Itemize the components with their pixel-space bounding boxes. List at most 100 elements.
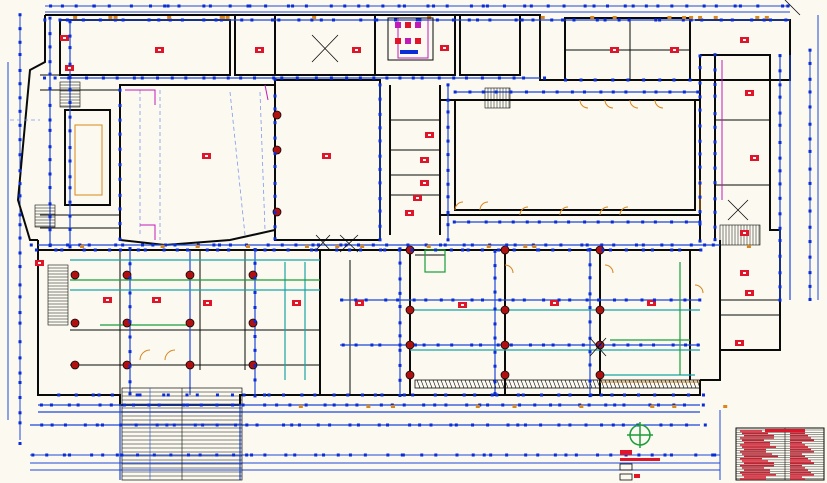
hatch-line [540,379,545,389]
dimension-node [45,453,49,457]
room-tag-dot [743,272,746,274]
dimension-node [701,403,705,407]
dimension-node [656,403,660,407]
entrance-stairs-treads [122,388,242,480]
dimension-node [502,4,506,8]
dimension-node [248,4,252,8]
dimension-node [659,423,663,427]
dimension-node [698,108,702,112]
hatch-line [484,379,489,389]
door-marker [80,245,85,248]
dimension-node [778,285,782,289]
dimension-node [48,186,52,190]
dimension-node [155,423,159,427]
dimension-node [354,298,358,302]
dimension-node [536,453,540,457]
dimension-node [128,350,132,354]
dimension-node [402,403,406,407]
dimension-node [118,118,122,122]
title-block-text [742,474,776,476]
dimension-node [358,76,362,80]
dimension-node [18,265,22,269]
dimension-node [581,343,585,347]
door-marker [689,16,694,19]
dimension-node [162,248,166,252]
dimension-node [253,319,257,323]
dimension-node [656,4,660,8]
door-marker [682,16,687,19]
room-tag-dot [613,49,616,51]
dimension-node [696,343,700,347]
dimension-node [129,4,133,8]
dimension-node [68,214,72,218]
dimension-node [514,18,518,22]
title-block-text [790,453,802,455]
dimension-node [212,243,216,247]
dimension-node [642,90,646,94]
dimension-node [128,305,132,309]
door-marker [219,16,224,19]
dimension-node [672,78,676,82]
dimension-node [698,152,702,156]
column-marker [595,305,605,315]
dimension-node [273,121,277,125]
hatch-line [620,379,625,389]
dimension-node [631,4,635,8]
dimension-node [355,403,359,407]
dimension-node [557,298,561,302]
dimension-node [163,4,167,8]
dimension-node [273,107,277,111]
dimension-node [518,403,522,407]
dimension-node [778,226,782,230]
room-tag-dot [106,299,109,301]
title-block-text [744,435,774,437]
dimension-node [537,220,541,224]
dimension-node [585,298,589,302]
dimension-node [18,40,22,44]
hatch-line [512,379,517,389]
dimension-node [597,298,601,302]
dimension-node [688,78,692,82]
dimension-node [378,238,382,242]
title-block-text [740,464,774,467]
dimension-node [184,76,188,80]
dimension-node [48,32,52,36]
dimension-node [273,77,277,81]
dimension-node [372,76,376,80]
dimension-node [336,453,340,457]
dimension-node [262,393,266,397]
dimension-node [291,4,295,8]
dimension-node [698,220,702,224]
dimension-node [18,153,22,157]
dimension-node [808,167,812,171]
dimension-node [383,248,387,252]
dimension-node [698,210,702,214]
hatch-line [568,379,573,389]
dimension-node [118,193,122,197]
dimension-node [531,18,535,22]
hatch-line [584,379,589,389]
dimension-node [713,140,717,144]
dimension-node [641,243,645,247]
dimension-node [363,453,367,457]
dimension-node [481,90,485,94]
dimension-node [253,378,257,382]
dimension-node [157,18,161,22]
dimension-node [297,18,301,22]
dimension-node [300,393,304,397]
dimension-node [152,453,156,457]
dimension-node [344,243,348,247]
dimension-node [450,343,454,347]
title-block-text [790,439,814,441]
dimension-node [756,4,760,8]
dimension-node [172,423,176,427]
dimension-node [402,4,406,8]
dimension-node [340,298,344,302]
dimension-node [808,197,812,201]
dimension-node [523,423,527,427]
title-block-text [790,469,808,471]
dimension-node [713,53,717,57]
door-marker [360,245,365,248]
beam-lines [70,259,700,380]
